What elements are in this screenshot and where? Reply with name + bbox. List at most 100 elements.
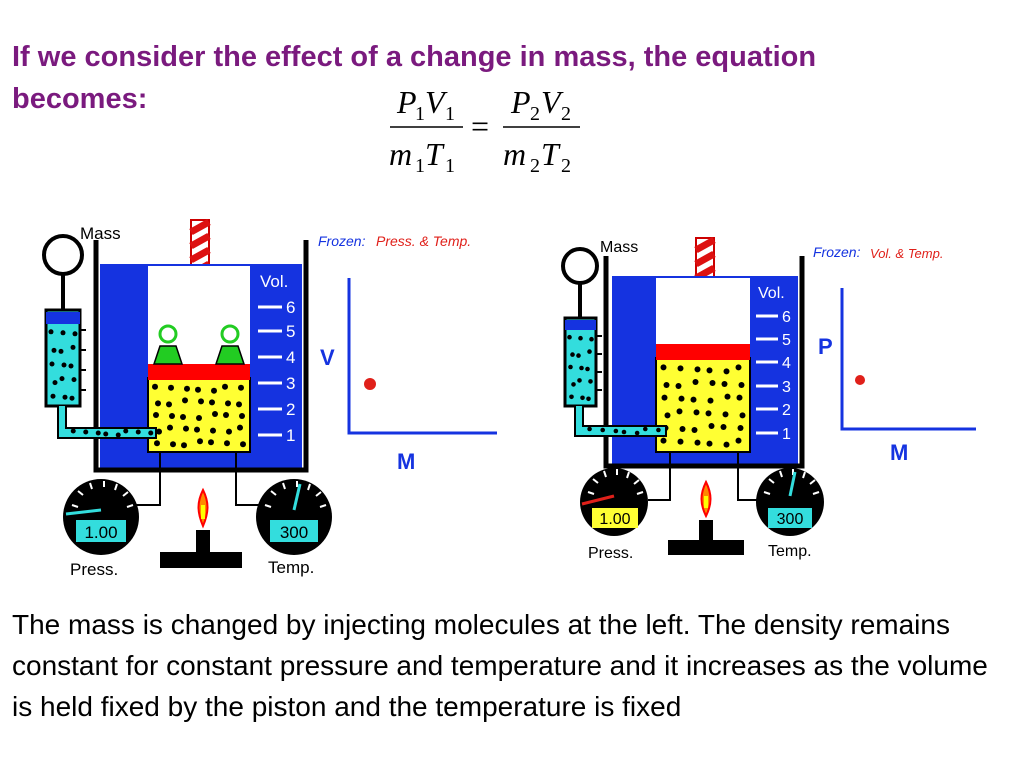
molecule-dot (198, 398, 204, 405)
molecule-dot (184, 385, 190, 392)
molecule-dot (212, 411, 218, 417)
molecule-dot (677, 365, 684, 372)
molecule-dot (154, 440, 160, 447)
molecule-dot (676, 408, 683, 415)
right-temperature-label: Temp. (768, 543, 812, 560)
left-volume-label: Vol. (260, 272, 288, 291)
molecule-dot (675, 383, 682, 389)
molecule-dot (168, 384, 174, 391)
molecule-dot (567, 334, 572, 340)
left-graph-point (364, 378, 376, 390)
molecule-dot (95, 430, 101, 436)
right-vol-tick-5: 5 (782, 332, 791, 349)
molecule-dot (739, 412, 746, 419)
left-vol-tick-4: 4 (286, 348, 295, 367)
eq-right-den-m-sub: 2 (530, 155, 540, 177)
molecule-dot (664, 412, 671, 419)
left-pressure-value: 1.00 (84, 523, 117, 542)
eq-left-den-m: m (389, 136, 412, 172)
left-gas-molecules (152, 383, 246, 449)
molecule-dot (223, 412, 229, 418)
eq-right-num-p-sub: 2 (530, 103, 540, 125)
molecule-dot (70, 344, 76, 350)
molecule-dot (61, 362, 67, 368)
molecule-dot (167, 424, 173, 431)
right-vol-tick-2: 2 (782, 402, 791, 419)
molecule-dot (152, 383, 158, 390)
molecule-dot (238, 384, 244, 391)
molecule-dot (210, 427, 216, 434)
molecule-dot (123, 428, 129, 434)
right-vol-tick-3: 3 (782, 379, 791, 396)
molecule-dot (579, 365, 584, 371)
molecule-dot (587, 426, 592, 432)
molecule-dot (224, 440, 230, 447)
right-graph-axes (840, 288, 976, 431)
eq-left-den-t-sub: 1 (445, 155, 455, 177)
molecule-dot (72, 331, 78, 337)
eq-left-num-v-sub: 1 (445, 103, 455, 125)
left-weight-2 (214, 324, 246, 365)
molecule-dot (724, 393, 731, 400)
right-volume-scale: 6 5 4 3 2 1 (756, 309, 791, 443)
molecule-dot (577, 378, 582, 383)
right-vol-tick-4: 4 (782, 355, 791, 372)
right-vol-tick-1: 1 (782, 426, 791, 443)
molecule-dot (693, 409, 700, 416)
molecule-dot (589, 336, 594, 342)
molecule-dot (692, 379, 699, 385)
molecule-dot (196, 415, 202, 421)
molecule-dot (735, 437, 742, 444)
right-pressure-label: Press. (588, 545, 633, 562)
molecule-dot (236, 401, 242, 408)
molecule-dot (569, 394, 574, 400)
molecule-dot (738, 382, 745, 388)
left-vol-tick-6: 6 (286, 298, 295, 317)
gas-apparatus-diagrams: Vol. 6 5 4 3 2 1 Mass (42, 218, 976, 579)
molecule-dot (578, 335, 583, 341)
molecule-dot (195, 386, 201, 393)
eq-left-num-v: V (425, 84, 448, 120)
molecule-dot (70, 428, 76, 434)
right-frozen-values: Vol. & Temp. (870, 246, 943, 261)
molecule-dot (690, 396, 697, 403)
molecule-dot (153, 412, 159, 418)
molecule-dot (663, 382, 670, 388)
molecule-dot (694, 439, 701, 446)
right-graph-point (855, 375, 865, 385)
molecule-dot (62, 394, 68, 400)
molecule-dot (58, 348, 64, 354)
molecule-dot (720, 424, 727, 430)
molecule-dot (621, 429, 627, 435)
molecule-dot (51, 347, 57, 353)
left-mass-label: Mass (80, 224, 121, 243)
molecule-dot (570, 352, 575, 357)
molecule-dot (585, 366, 590, 372)
molecule-dot (197, 438, 203, 445)
left-pressure-label: Press. (70, 560, 118, 579)
left-temperature-label: Temp. (268, 558, 314, 577)
eq-left-num-p-sub: 1 (415, 103, 425, 125)
molecule-dot (181, 442, 187, 449)
molecule-dot (240, 441, 246, 448)
molecule-dot (691, 427, 698, 433)
right-volume-label: Vol. (758, 285, 785, 302)
right-graph-x-label: M (890, 440, 908, 465)
molecule-dot (48, 329, 54, 335)
molecule-dot (226, 428, 232, 435)
molecule-dot (170, 441, 176, 448)
left-temperature-gauge: 300 (256, 479, 332, 555)
molecule-dot (211, 387, 217, 394)
molecule-dot (239, 413, 245, 419)
eq-right-den-m: m (503, 136, 526, 172)
molecule-dot (678, 395, 685, 402)
molecule-dot (156, 428, 162, 435)
molecule-dot (588, 379, 593, 384)
molecule-dot (735, 364, 742, 371)
right-frozen-label: Frozen: (813, 244, 861, 260)
molecule-dot (586, 396, 591, 402)
molecule-dot (208, 439, 214, 446)
molecule-dot (115, 432, 121, 438)
molecule-dot (222, 383, 228, 390)
molecule-dot (706, 440, 713, 447)
